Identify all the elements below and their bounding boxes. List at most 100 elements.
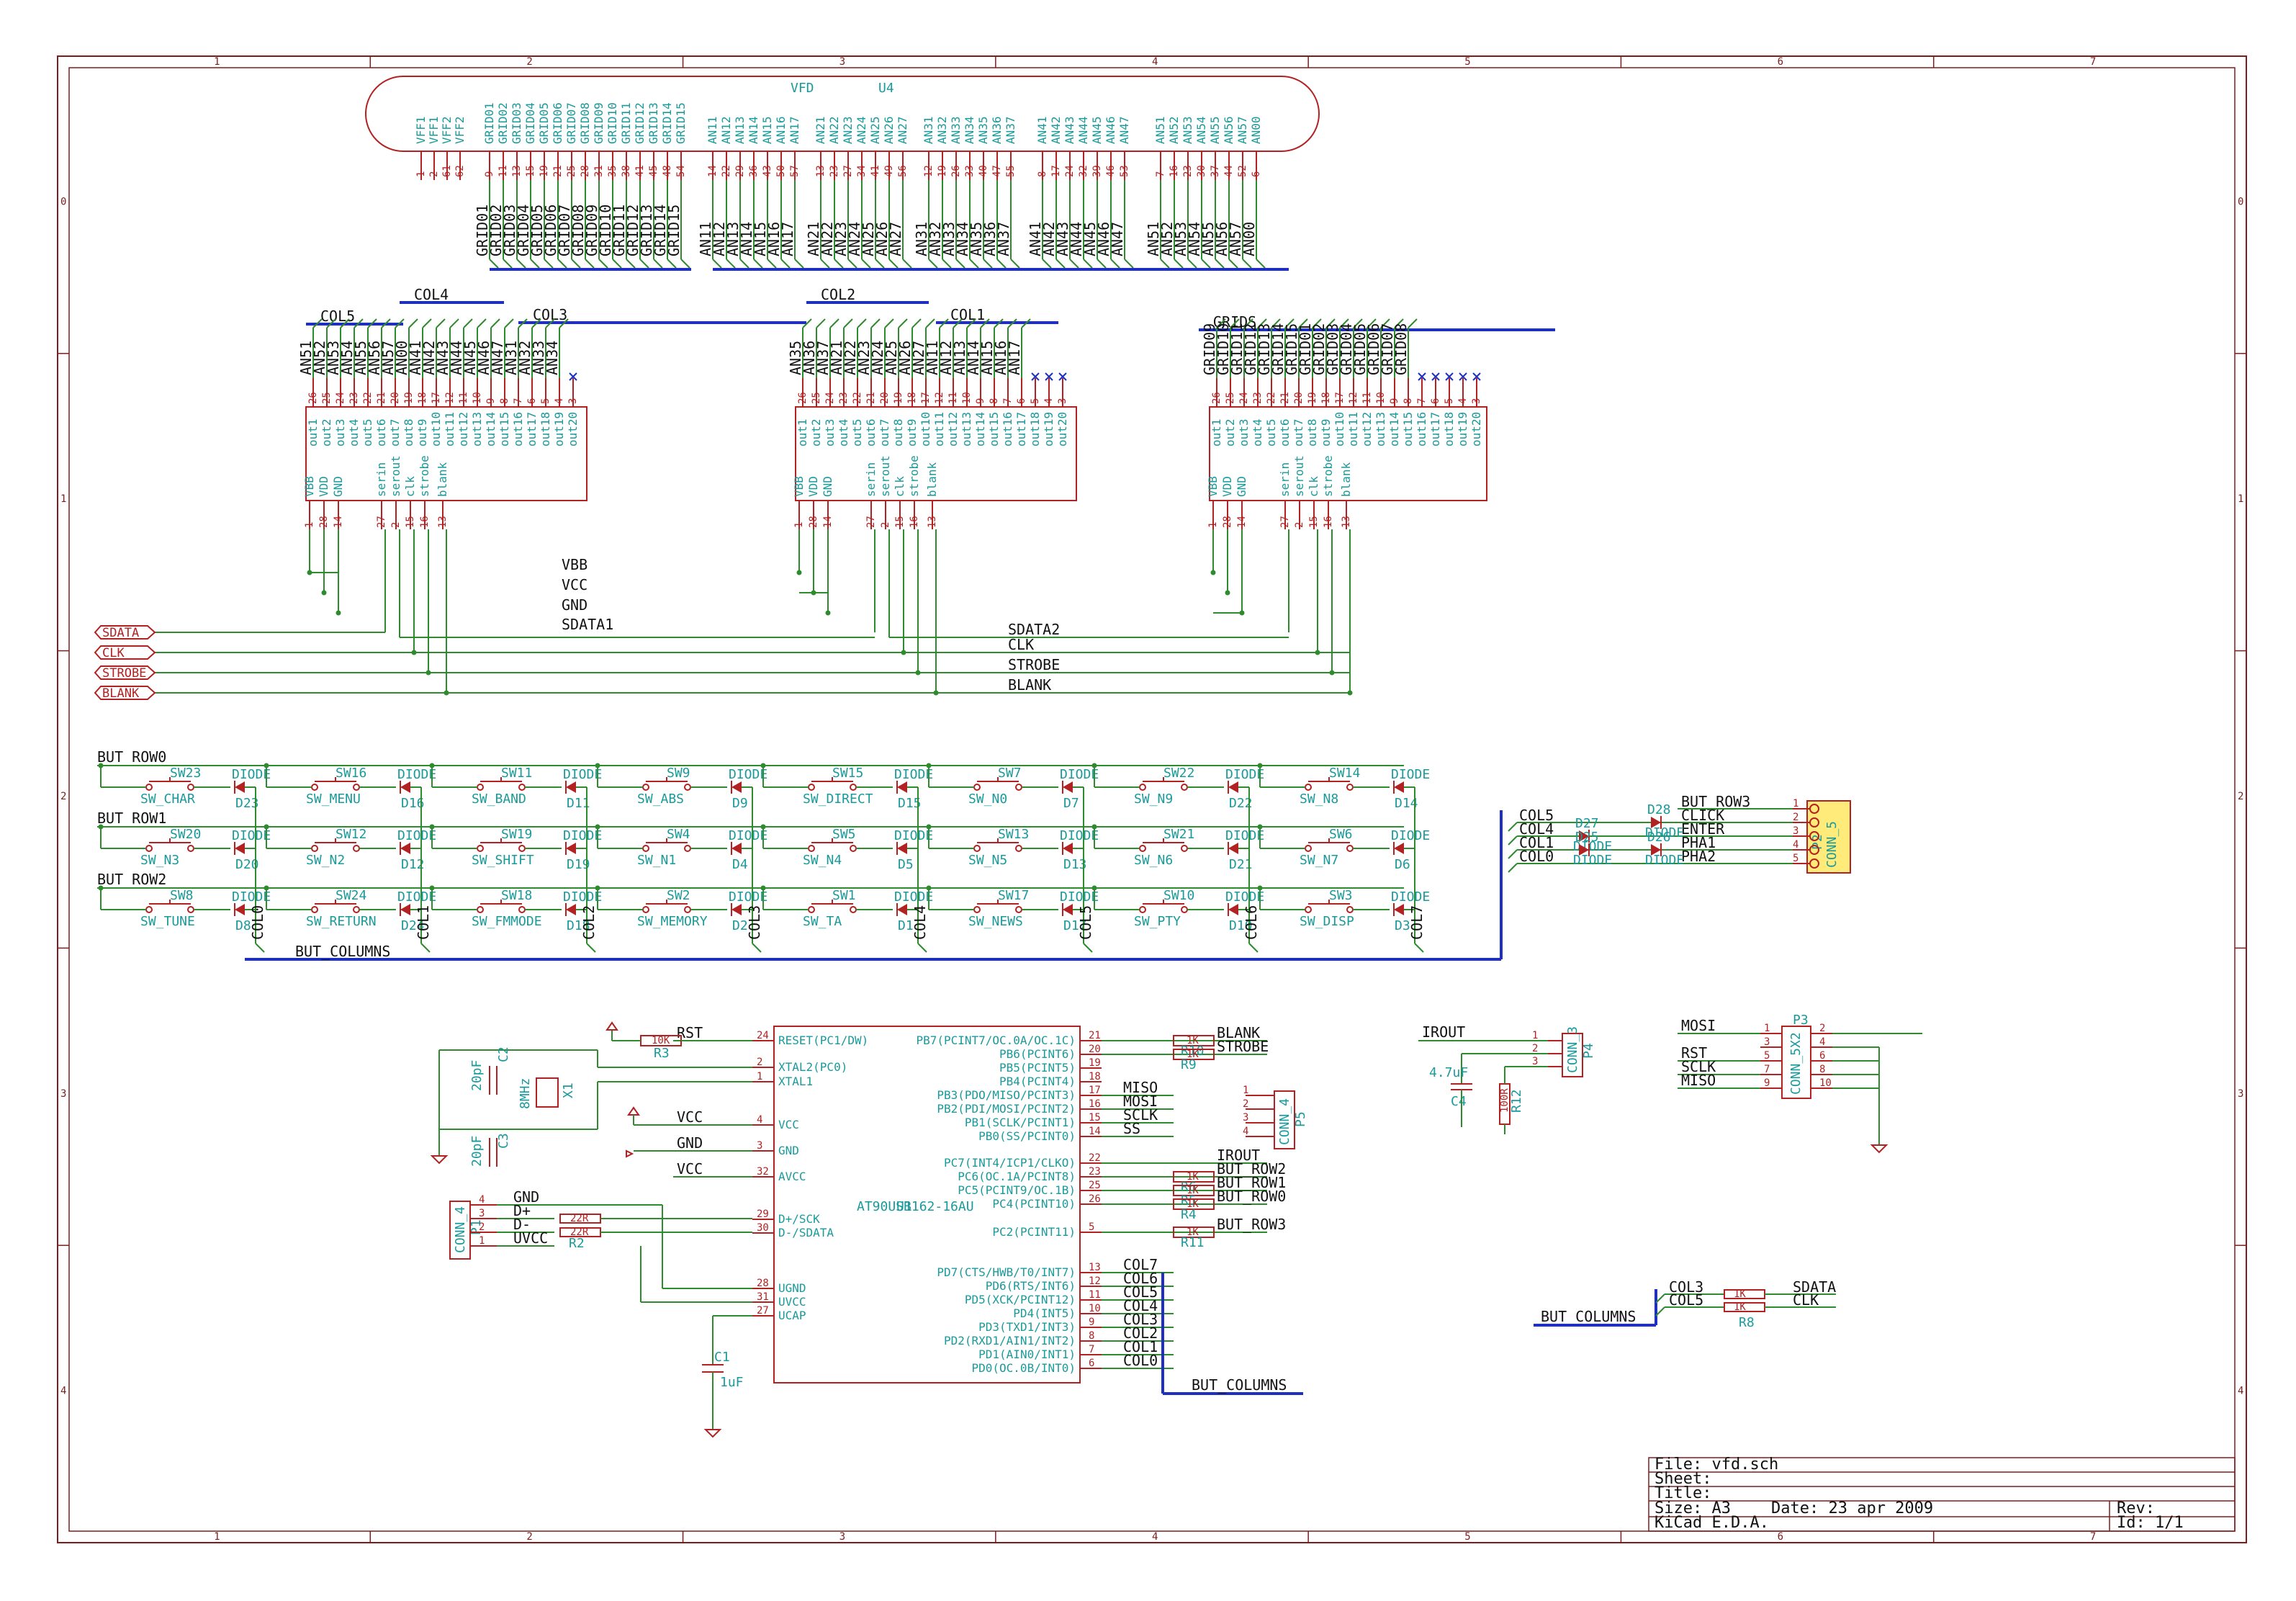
isp-pin-number: 6 bbox=[1819, 1050, 1825, 1062]
vfd-bus-entry bbox=[942, 259, 952, 269]
driver-bus-entry bbox=[816, 318, 826, 328]
vfd-pin-label: AN12 bbox=[719, 116, 733, 144]
usb-net-label: D+ bbox=[513, 1202, 531, 1219]
resistor-body bbox=[1173, 1226, 1215, 1238]
switch-ref: SW12 bbox=[336, 827, 366, 842]
driver-out-pin-label: out18 bbox=[539, 412, 552, 447]
vfd-pin-number: 23 bbox=[1182, 165, 1194, 177]
diode-value: DIODE bbox=[563, 889, 602, 905]
driver-out-pin-number: 20 bbox=[1293, 392, 1305, 404]
resistor-value: 1K bbox=[1187, 1171, 1199, 1183]
vfd-net-label: AN32 bbox=[927, 222, 944, 256]
usb-net-label: UVCC bbox=[513, 1229, 548, 1247]
switch-ref: SW6 bbox=[1329, 827, 1353, 842]
switch-contact bbox=[1015, 906, 1022, 913]
driver-out-pin-label: out10 bbox=[919, 412, 932, 447]
driver-net-label: AN33 bbox=[530, 341, 547, 375]
junction-dot bbox=[429, 824, 435, 830]
capacitor-value: 1uF bbox=[720, 1375, 744, 1390]
driver-out-pin-label: out9 bbox=[905, 418, 919, 447]
driver-out-pin-number: 25 bbox=[321, 392, 333, 404]
vfd-pin-label: AN56 bbox=[1222, 116, 1235, 144]
driver-out-pin-number: 26 bbox=[797, 392, 809, 404]
junction-dot bbox=[1091, 824, 1097, 830]
driver-out-pin-label: out10 bbox=[1333, 412, 1346, 447]
vfd-net-label: GRID09 bbox=[583, 205, 600, 256]
vfd-pin-label: GRID09 bbox=[592, 102, 605, 144]
p5-connector-value: CONN_4 bbox=[1277, 1098, 1292, 1145]
diode-ref: D13 bbox=[1063, 857, 1087, 872]
driver-ctrl-pin-number: 2 bbox=[880, 522, 891, 528]
mcu-right-pin-number: 11 bbox=[1089, 1289, 1101, 1301]
driver-net-label: GRID03 bbox=[1324, 323, 1341, 375]
driver-out-pin-number: 21 bbox=[865, 392, 877, 404]
ctrl-bus-label: GND bbox=[562, 596, 587, 614]
driver-net-label: AN43 bbox=[434, 341, 451, 375]
driver-out-pin-number: 7 bbox=[1416, 398, 1428, 404]
driver-ctrl-pin-label: strobe bbox=[907, 455, 921, 497]
mcu-left-pin-number: 4 bbox=[757, 1114, 762, 1126]
mcu-right-pin-number: 25 bbox=[1089, 1180, 1101, 1191]
bus-entry bbox=[1655, 1306, 1665, 1317]
mcu-right-net-label: MOSI bbox=[1123, 1093, 1158, 1110]
driver-bus-entry bbox=[898, 318, 908, 328]
resistor-value: 1K bbox=[1187, 1226, 1199, 1238]
vfd-bus-entry bbox=[1124, 259, 1134, 269]
switch-name: SW_N3 bbox=[140, 853, 179, 868]
vfd-bus-entry bbox=[1097, 259, 1107, 269]
driver-ctrl-pin-label: clk bbox=[893, 476, 906, 497]
diode-value: DIODE bbox=[563, 828, 602, 843]
mcu-right-pin-number: 23 bbox=[1089, 1166, 1101, 1178]
driver-ctrl-pin-label: blank bbox=[436, 462, 449, 497]
driver-bus-entry bbox=[1284, 318, 1295, 328]
diode-body bbox=[1063, 904, 1073, 915]
driver-out-pin-label: out20 bbox=[1055, 412, 1069, 447]
driver-ctrl-pin-label: VBB bbox=[1206, 476, 1220, 497]
junction-dot bbox=[1210, 570, 1216, 575]
driver-out-pin-number: 22 bbox=[362, 392, 374, 404]
diode-body bbox=[897, 904, 907, 915]
driver-ctrl-pin-number: 1 bbox=[793, 522, 805, 528]
switch-contact bbox=[808, 906, 815, 913]
driver-out-pin-number: 11 bbox=[947, 392, 959, 404]
vfd-pin-number: 44 bbox=[1223, 165, 1235, 177]
diode-ref: D24 bbox=[401, 918, 425, 933]
encoder-pin-number: 5 bbox=[1793, 853, 1798, 864]
vfd-pin-label: AN25 bbox=[868, 116, 882, 144]
vfd-pin-label: AN00 bbox=[1249, 116, 1263, 144]
switch-contact bbox=[1139, 845, 1146, 852]
encoder-pin-number: 3 bbox=[1793, 825, 1798, 837]
driver-ctrl-pin-number: 13 bbox=[927, 516, 938, 528]
driver-ctrl-pin-number: 15 bbox=[405, 516, 416, 528]
driver-ctrl-pin-label: GND bbox=[1235, 476, 1248, 497]
vfd-bus-entry bbox=[516, 259, 526, 269]
diode-value: DIODE bbox=[1060, 828, 1099, 843]
title-block-tool: KiCad E.D.A. bbox=[1655, 1514, 1769, 1532]
frame-row-left-label: 4 bbox=[60, 1386, 66, 1397]
frame-row-right-label: 1 bbox=[2238, 493, 2243, 505]
microcontroller: AT90USB162-16AUU1RESET(PC1/DW)24RSTXTAL2… bbox=[673, 1024, 1303, 1395]
driver-out-pin-label: out17 bbox=[1014, 412, 1028, 447]
no-connect-mark bbox=[1058, 372, 1067, 381]
driver-out-pin-number: 18 bbox=[1320, 392, 1332, 404]
driver-ctrl-pin-label: VDD bbox=[806, 476, 820, 497]
vcc-symbol bbox=[627, 1106, 640, 1116]
vfd-pin-number: 62 bbox=[454, 165, 466, 177]
vfd-pin-number: 33 bbox=[964, 165, 976, 177]
diode-ref: D21 bbox=[1229, 857, 1253, 872]
driver-net-label: AN36 bbox=[801, 341, 818, 375]
mcu-right-pin-number: 17 bbox=[1089, 1085, 1101, 1096]
driver-out-pin-label: out13 bbox=[470, 412, 484, 447]
diode-ref: D8 bbox=[235, 918, 251, 933]
vfd-pin-label: AN11 bbox=[706, 116, 719, 144]
diode-body bbox=[1394, 781, 1404, 793]
encoder-bus-entry bbox=[1508, 822, 1518, 832]
isp-pin-number: 5 bbox=[1764, 1050, 1770, 1062]
driver-net-label: GRID15 bbox=[1283, 323, 1300, 375]
vfd-pin-label: AN36 bbox=[990, 116, 1004, 144]
resistor-value: 1K bbox=[1187, 1185, 1199, 1196]
vfd-pin-number: 55 bbox=[1005, 165, 1017, 177]
junction-dot bbox=[926, 885, 932, 891]
crystal-value: 8MHz bbox=[518, 1078, 533, 1109]
vfd-bus-entry bbox=[1042, 259, 1052, 269]
